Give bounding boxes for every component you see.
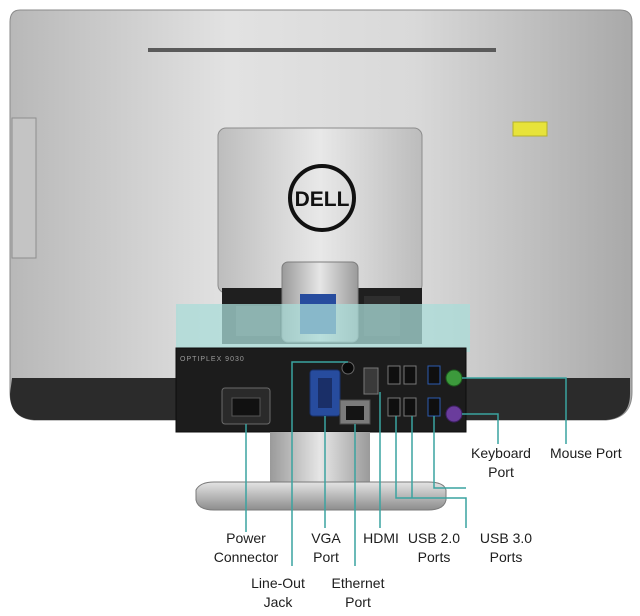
label-keyboard-port: Keyboard Port xyxy=(471,445,531,480)
ethernet-port xyxy=(339,399,371,425)
dell-logo: DELL xyxy=(288,164,356,232)
vga-port xyxy=(309,369,341,417)
keyboard-port xyxy=(445,405,463,423)
usb-3-ports xyxy=(427,365,441,417)
usb-2-ports xyxy=(387,365,417,417)
stand-base xyxy=(195,481,447,511)
side-tray xyxy=(11,117,37,259)
yellow-sticker xyxy=(512,121,548,137)
highlight-band xyxy=(176,304,470,352)
label-ethernet-port: Ethernet Port xyxy=(331,575,385,610)
power-connector xyxy=(221,387,271,425)
label-mouse-port: Mouse Port xyxy=(550,445,622,461)
dell-logo-text: DELL xyxy=(295,188,350,211)
label-power-connector: Power Connector xyxy=(213,530,279,565)
label-usb-3-ports: USB 3.0 Ports xyxy=(479,530,533,565)
line-out-jack xyxy=(341,361,355,375)
series-label: OPTIPLEX 9030 xyxy=(180,356,245,363)
label-vga-port: VGA Port xyxy=(311,530,341,565)
top-slot xyxy=(148,48,496,52)
callout-lines xyxy=(245,361,567,566)
label-line-out-jack: Line-Out Jack xyxy=(251,575,305,610)
label-usb-2-ports: USB 2.0 Ports xyxy=(407,530,461,565)
label-hdmi: HDMI xyxy=(363,530,399,546)
hdmi-port xyxy=(363,367,379,395)
stand-neck xyxy=(270,432,370,490)
mouse-port xyxy=(445,369,463,387)
